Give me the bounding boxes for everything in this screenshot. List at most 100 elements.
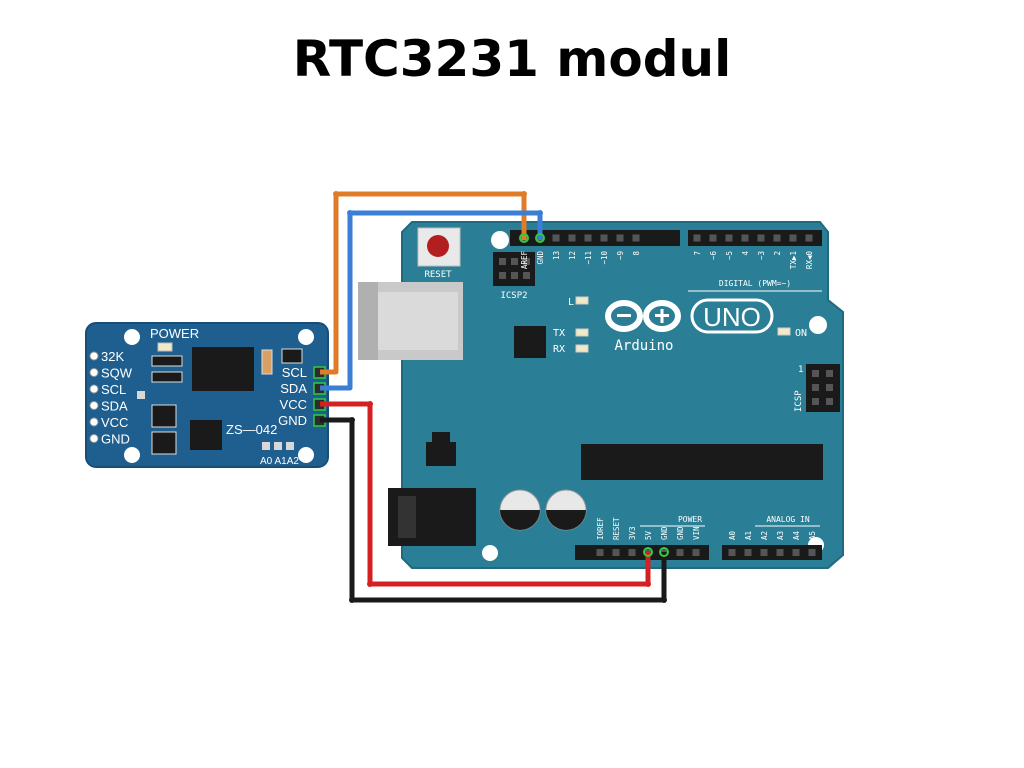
rtc-pin[interactable] — [89, 368, 99, 377]
led-l — [575, 296, 589, 305]
rtc-right-pin-label: SDA — [280, 381, 307, 396]
header-pin[interactable] — [692, 549, 700, 556]
led-on — [777, 327, 791, 336]
header-pin-label: GND — [536, 251, 545, 265]
rtc-model-label: ZS—042 — [226, 422, 277, 437]
header-pin-label: A0 — [728, 530, 737, 540]
mounting-hole — [298, 329, 314, 345]
rtc-left-pin-label: VCC — [101, 415, 128, 430]
led-l-label: L — [568, 297, 574, 308]
mounting-hole — [482, 545, 498, 561]
header-pin[interactable] — [693, 234, 701, 242]
icsp-header — [806, 364, 840, 412]
digital-header-label: DIGITAL (PWM=~) — [719, 279, 791, 288]
led-rx — [575, 344, 589, 353]
header-pin[interactable] — [552, 234, 560, 242]
rtc-left-pin-label: 32K — [101, 349, 124, 364]
header-pin-label: ~10 — [600, 251, 609, 265]
header-pin-label: ~11 — [584, 251, 593, 265]
header-pin[interactable] — [744, 549, 752, 556]
header-pin-label: ~3 — [757, 251, 766, 260]
rtc-address-pins-label: A0 A1A2 — [260, 456, 299, 467]
mounting-hole — [809, 316, 827, 334]
brand-name: Arduino — [614, 338, 673, 354]
uno-badge — [690, 298, 774, 334]
wire-joint — [367, 401, 373, 407]
rtc-pin[interactable] — [89, 401, 99, 410]
header-pin-label: 12 — [568, 251, 577, 260]
rtc-power-label: POWER — [150, 326, 199, 341]
header-pin-label: 13 — [552, 251, 561, 260]
rtc-pin[interactable] — [89, 351, 99, 361]
rtc-right-pin-label: GND — [278, 413, 307, 428]
usb-interface-chip — [514, 326, 546, 358]
slide-title: RTC3231 modul — [292, 30, 732, 88]
header-pin-label: 3V3 — [628, 526, 637, 540]
power-header — [575, 545, 709, 560]
dc-power-jack — [388, 488, 476, 546]
ds3231-chip — [192, 347, 254, 391]
reset-label: RESET — [424, 270, 452, 280]
header-pin[interactable] — [616, 234, 624, 242]
header-pin[interactable] — [776, 549, 784, 556]
header-pin[interactable] — [773, 234, 781, 242]
header-pin[interactable] — [596, 549, 604, 556]
header-pin[interactable] — [805, 234, 813, 242]
header-pin[interactable] — [741, 234, 749, 242]
wire-joint — [333, 191, 339, 197]
header-pin-label: A1 — [744, 531, 753, 540]
header-pin[interactable] — [612, 549, 620, 556]
wire-joint — [661, 597, 667, 603]
rtc-pin[interactable] — [89, 384, 99, 394]
icsp2-label: ICSP2 — [500, 291, 527, 301]
header-pin[interactable] — [632, 234, 640, 242]
header-pin[interactable] — [600, 234, 608, 242]
rtc-pin[interactable] — [89, 434, 99, 443]
rtc-right-pin-label: VCC — [280, 397, 307, 412]
header-pin[interactable] — [728, 549, 736, 556]
header-pin[interactable] — [789, 234, 797, 242]
rtc-transistor — [281, 348, 303, 364]
header-pin[interactable] — [760, 549, 768, 556]
rtc-power-led — [157, 342, 173, 352]
capacitor — [499, 489, 541, 531]
header-pin[interactable] — [584, 234, 592, 242]
wire-joint — [521, 191, 527, 197]
header-pin[interactable] — [792, 549, 800, 556]
header-pin-label: ~6 — [709, 251, 718, 261]
header-pin[interactable] — [757, 234, 765, 242]
digital-header-right — [688, 230, 822, 246]
mounting-hole — [124, 447, 140, 463]
header-pin-label: 5V — [644, 530, 653, 540]
icsp-label: ICSP — [794, 390, 804, 412]
atmega-chip — [581, 444, 823, 480]
connected-pin — [535, 233, 545, 243]
header-pin-label: 7 — [693, 251, 702, 256]
rtc-left-pin-label: SQW — [101, 366, 133, 381]
rtc-left-pin-label: SDA — [101, 399, 128, 414]
header-pin[interactable] — [676, 549, 684, 556]
rtc-left-pin-label: SCL — [101, 382, 126, 397]
connected-pin — [519, 233, 529, 243]
header-pin[interactable] — [628, 549, 636, 556]
voltage-regulator — [426, 432, 456, 466]
header-pin-label: ~5 — [725, 251, 734, 260]
header-pin[interactable] — [725, 234, 733, 242]
header-pin-label: A2 — [760, 531, 769, 540]
rtc-right-pin-label: SCL — [282, 365, 307, 380]
reset-button[interactable] — [417, 227, 461, 267]
analog-header-label: ANALOG IN — [766, 515, 810, 524]
mounting-hole — [124, 329, 140, 345]
header-pin-label: GND — [660, 526, 669, 540]
header-pin[interactable] — [709, 234, 717, 242]
rtc-pin[interactable] — [89, 417, 99, 427]
header-pin[interactable] — [568, 234, 576, 242]
arduino-logo-icon — [605, 300, 681, 332]
header-pin-label: 2 — [773, 251, 782, 256]
rtc-diode — [261, 349, 273, 375]
header-pin[interactable] — [808, 549, 816, 556]
wires — [320, 191, 667, 603]
header-pin-label: VIN — [692, 526, 701, 540]
eeprom-chip — [190, 420, 222, 450]
